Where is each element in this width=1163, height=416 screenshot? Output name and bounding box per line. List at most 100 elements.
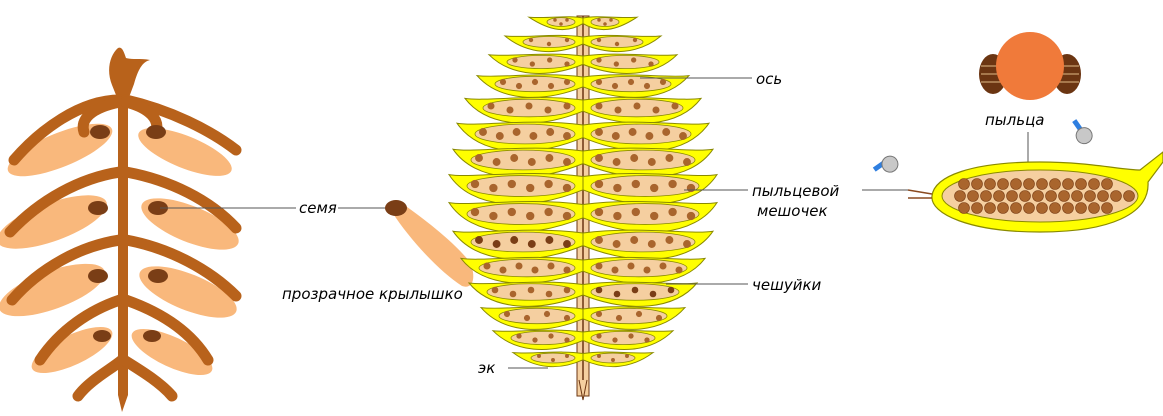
pin-icon <box>872 153 901 180</box>
pollen-dot <box>595 102 602 109</box>
pollen-dot <box>528 240 536 248</box>
pollen-dot <box>492 287 499 294</box>
pollen-dot <box>650 212 658 220</box>
pollen-dot <box>611 266 618 273</box>
pollen-dot <box>597 354 601 358</box>
pollen-grain <box>1089 179 1100 190</box>
pollen-dot <box>636 311 642 317</box>
pollen-dot <box>508 208 516 216</box>
pollen-dot <box>648 240 656 248</box>
pollen-dot <box>614 106 621 113</box>
pollen-dot <box>510 236 518 244</box>
pollen-dot <box>506 106 513 113</box>
pollen-grain <box>1050 179 1061 190</box>
pollen-dot <box>632 180 640 188</box>
pollen-dot <box>662 128 670 136</box>
pollen-dot <box>675 266 682 273</box>
pollen-dot <box>613 158 621 166</box>
pollen-dot <box>596 287 603 294</box>
pollen-dot <box>628 79 634 85</box>
pollen-dot <box>625 354 629 358</box>
pollen-dot <box>615 42 619 46</box>
pollen-dot <box>644 83 650 89</box>
pollen-grain <box>1124 191 1135 202</box>
pollen-dot <box>512 57 517 62</box>
pollen-dot <box>545 236 553 244</box>
pollen-grain <box>1011 179 1022 190</box>
pollen-dot <box>564 315 570 321</box>
pollen-sac <box>499 308 575 323</box>
pollen-grain <box>1111 191 1122 202</box>
pollen-dot <box>632 208 640 216</box>
pollen-dot <box>627 262 634 269</box>
pollen-dot <box>595 128 603 136</box>
pollen-dot <box>564 337 569 342</box>
pollen-grain <box>968 191 979 202</box>
pollen-sac <box>591 150 695 170</box>
pollen-dot <box>563 212 571 220</box>
pollen-dot <box>493 158 501 166</box>
pollen-dot <box>668 208 676 216</box>
pollen-dot <box>496 132 504 140</box>
pollen-dot <box>551 358 555 362</box>
pollen-dot <box>679 132 687 140</box>
pollen-dot <box>614 61 619 66</box>
pollen-dot <box>596 311 602 317</box>
pollen-grain <box>985 179 996 190</box>
pollen-dot <box>628 333 633 338</box>
pollen-dot <box>652 106 659 113</box>
pollen-grain <box>1085 191 1096 202</box>
pollen-grain <box>1033 191 1044 202</box>
pollen-sac <box>471 150 575 170</box>
pollen-dot <box>471 208 479 216</box>
pollen-dot <box>633 102 640 109</box>
pollen-grain <box>1072 191 1083 202</box>
pollen-dot <box>595 154 603 162</box>
pollen-grain <box>1046 191 1057 202</box>
pollen-grain <box>1037 203 1048 214</box>
pollen-dot <box>529 132 537 140</box>
pollen-dot <box>565 38 569 42</box>
pollen-dot <box>489 212 497 220</box>
pollen-grain <box>1020 191 1031 202</box>
pollen-grain <box>1024 179 1035 190</box>
pollen-dot <box>548 333 553 338</box>
pollen-grain <box>1024 203 1035 214</box>
pollen-sac <box>591 259 687 277</box>
pollen-dot <box>609 18 613 22</box>
pollen-dot <box>553 18 557 22</box>
pollen-dot <box>595 262 602 269</box>
pollen-dot <box>668 287 675 294</box>
pollen-grain <box>979 32 1081 100</box>
pollen-dot <box>483 262 490 269</box>
pollen-dot <box>611 358 615 362</box>
label-seed: семя <box>299 199 337 217</box>
pollen-dot <box>564 287 571 294</box>
pollen-dot <box>630 154 638 162</box>
pollen-grain <box>1063 179 1074 190</box>
pollen-dot <box>629 128 637 136</box>
pollen-grain <box>955 191 966 202</box>
pollen-dot <box>597 38 601 42</box>
pollen-dot <box>631 57 636 62</box>
pollen-dot <box>525 102 532 109</box>
pollen-dot <box>500 79 506 85</box>
label-wing: прозрачное крылышко <box>282 285 463 303</box>
pollen-grain <box>994 191 1005 202</box>
pollen-dot <box>546 128 554 136</box>
pollen-sac <box>467 204 575 225</box>
pollen-grain <box>959 179 970 190</box>
pollen-dot <box>596 79 602 85</box>
pollen-dot <box>630 236 638 244</box>
pollen-dot <box>530 61 535 66</box>
pollen-dot <box>515 262 522 269</box>
pollen-dot <box>632 287 639 294</box>
pollen-sac <box>591 308 667 323</box>
pollen-dot <box>504 311 510 317</box>
pollen-dot <box>544 180 552 188</box>
pollen-dot <box>526 184 534 192</box>
pollen-dot <box>616 315 622 321</box>
pollen-dot <box>656 315 662 321</box>
pollen-dot <box>564 79 570 85</box>
